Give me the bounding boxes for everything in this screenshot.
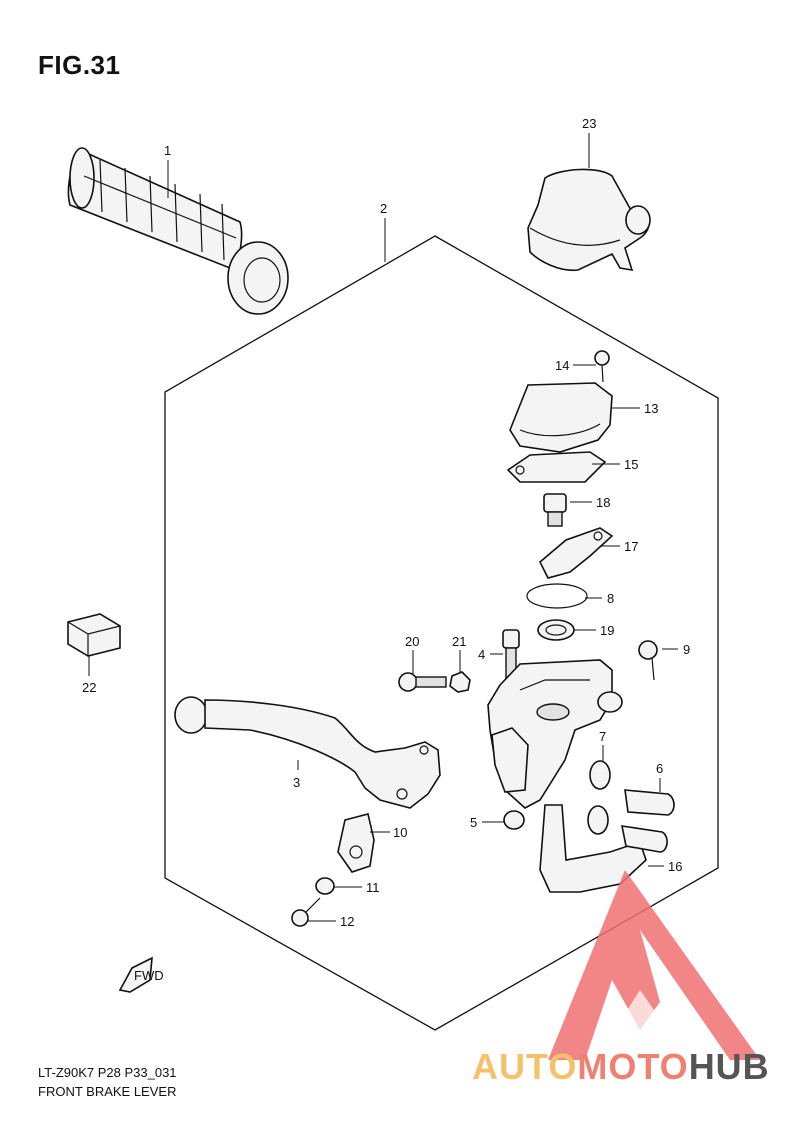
callout-6: 6 bbox=[656, 761, 663, 776]
callout-22: 22 bbox=[82, 680, 96, 695]
callout-23: 23 bbox=[582, 116, 596, 131]
part-12-bolt bbox=[291, 897, 321, 927]
callout-9: 9 bbox=[683, 642, 690, 657]
callout-20: 20 bbox=[405, 634, 419, 649]
part-11-collar bbox=[315, 877, 335, 895]
fwd-arrow-icon: FWD bbox=[118, 956, 164, 993]
model-code: LT-Z90K7 P28 P33_031 bbox=[38, 1065, 177, 1080]
fwd-label: FWD bbox=[134, 968, 164, 983]
callout-1: 1 bbox=[164, 143, 171, 158]
leader-lines bbox=[88, 133, 678, 922]
part-10-holder bbox=[337, 813, 375, 873]
part-3-brake-lever bbox=[174, 696, 441, 809]
part-21-nut bbox=[449, 671, 471, 693]
part-8-clip bbox=[526, 583, 588, 609]
callout-2: 2 bbox=[380, 201, 387, 216]
figure-title: FIG.31 bbox=[38, 50, 121, 80]
part-switch-lower bbox=[587, 805, 668, 853]
part-18-bolt bbox=[543, 493, 567, 527]
callout-15: 15 bbox=[624, 457, 638, 472]
callout-10: 10 bbox=[393, 825, 407, 840]
callout-13: 13 bbox=[644, 401, 658, 416]
assembly-outline bbox=[164, 235, 719, 1031]
diagram-description: FRONT BRAKE LEVER bbox=[38, 1084, 177, 1099]
callout-17: 17 bbox=[624, 539, 638, 554]
callout-19: 19 bbox=[600, 623, 614, 638]
part-22-block bbox=[67, 613, 121, 657]
brand-moto: MOTO bbox=[577, 1046, 689, 1087]
callout-3: 3 bbox=[293, 775, 300, 790]
callout-8: 8 bbox=[607, 591, 614, 606]
callout-labels: 1 2 3 4 5 6 7 8 9 10 11 12 13 14 15 16 1… bbox=[82, 116, 690, 929]
callout-4: 4 bbox=[478, 647, 485, 662]
part-6-switch bbox=[624, 789, 675, 816]
callout-14: 14 bbox=[555, 358, 569, 373]
part-14-screw bbox=[594, 350, 610, 383]
part-20-bolt bbox=[398, 672, 447, 692]
brand-hub: HUB bbox=[688, 1046, 770, 1087]
part-7-adjuster bbox=[589, 760, 611, 790]
callout-16: 16 bbox=[668, 859, 682, 874]
brand-auto: AUTO bbox=[472, 1046, 578, 1087]
part-5-nut bbox=[503, 810, 525, 830]
part-9-screw bbox=[638, 640, 658, 681]
callout-5: 5 bbox=[470, 815, 477, 830]
part-16-lever-arm bbox=[539, 804, 647, 893]
footer: LT-Z90K7 P28 P33_031 FRONT BRAKE LEVER bbox=[38, 1063, 177, 1101]
part-1-grip bbox=[67, 147, 289, 315]
master-cylinder-body bbox=[487, 659, 623, 809]
part-23-cover bbox=[527, 168, 651, 272]
callout-18: 18 bbox=[596, 495, 610, 510]
callout-7: 7 bbox=[599, 729, 606, 744]
callout-12: 12 bbox=[340, 914, 354, 929]
watermark-brand-text: AUTOMOTOHUB bbox=[472, 1046, 770, 1088]
callout-21: 21 bbox=[452, 634, 466, 649]
part-15-plate bbox=[506, 451, 607, 483]
part-13-reservoir-cap bbox=[509, 382, 613, 453]
callout-11: 11 bbox=[366, 880, 380, 895]
